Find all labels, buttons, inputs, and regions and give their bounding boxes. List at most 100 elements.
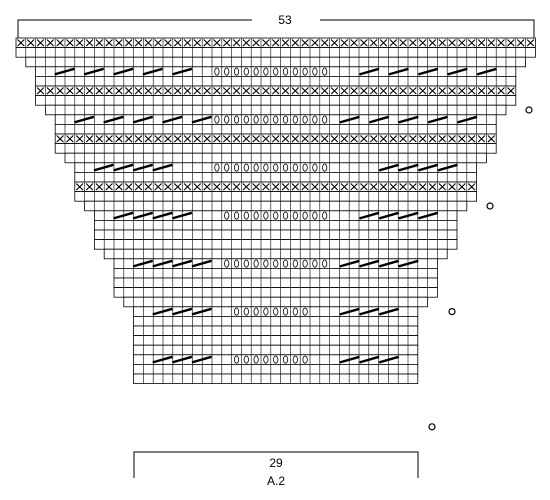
stitch-dividers bbox=[103, 230, 448, 240]
eyelet-symbol bbox=[214, 115, 220, 124]
eyelet-symbol bbox=[302, 67, 308, 76]
cross-stitch-row bbox=[75, 183, 476, 191]
decrease-symbol bbox=[152, 259, 173, 268]
eyelet-symbol bbox=[233, 67, 240, 76]
eyelet-symbol bbox=[243, 307, 249, 316]
top-bracket-line-left bbox=[17, 19, 252, 38]
decrease-symbol bbox=[417, 163, 439, 172]
decrease-symbol bbox=[171, 307, 193, 316]
eyelet-symbol bbox=[263, 355, 269, 364]
stitch-dividers bbox=[45, 76, 507, 86]
chart-grid bbox=[15, 37, 536, 385]
eyelet-symbol bbox=[263, 67, 269, 76]
row-outline bbox=[133, 363, 419, 375]
stitch-dividers bbox=[123, 287, 428, 298]
chart-row bbox=[133, 335, 419, 346]
eyelet-symbol bbox=[253, 259, 259, 268]
eyelet-symbol bbox=[322, 211, 328, 220]
row-outline bbox=[45, 104, 507, 116]
stitch-dividers bbox=[54, 105, 497, 115]
bottom-bracket-line bbox=[133, 451, 419, 478]
eyelet-symbol bbox=[253, 211, 259, 220]
eyelet-symbol bbox=[243, 115, 249, 124]
chart-row bbox=[94, 229, 458, 241]
eyelet-symbol bbox=[243, 67, 249, 76]
top-stitch-count: 53 bbox=[278, 13, 292, 27]
decrease-symbol bbox=[73, 115, 95, 124]
eyelet-symbol bbox=[312, 67, 318, 76]
decrease-symbol bbox=[378, 307, 400, 316]
eyelet-symbol bbox=[292, 115, 298, 124]
decrease-symbol bbox=[113, 163, 134, 172]
eyelet-symbol bbox=[233, 115, 240, 124]
chart-row bbox=[15, 47, 536, 58]
eyelet-symbol bbox=[243, 355, 249, 364]
eyelet-symbol bbox=[253, 67, 259, 76]
stitch-dividers bbox=[143, 335, 409, 346]
eyelet-symbol bbox=[243, 211, 249, 220]
row-outline bbox=[94, 239, 458, 250]
decrease-symbol bbox=[359, 355, 380, 364]
decrease-symbol bbox=[171, 211, 193, 220]
decrease-symbol bbox=[191, 307, 212, 316]
stitch-dividers bbox=[143, 316, 409, 326]
eyelet-symbol bbox=[322, 163, 328, 172]
stitch-dividers bbox=[64, 124, 487, 134]
eyelet-symbol bbox=[302, 355, 308, 364]
eyelet-symbol bbox=[312, 211, 318, 220]
stitch-dividers bbox=[123, 278, 428, 288]
decrease-symbol bbox=[162, 115, 183, 124]
bottom-width-bracket bbox=[133, 451, 419, 478]
decrease-symbol bbox=[368, 115, 390, 124]
decrease-symbol bbox=[339, 307, 360, 316]
chart-row bbox=[35, 95, 517, 106]
stitch-dividers bbox=[143, 345, 409, 355]
decrease-symbol bbox=[132, 211, 154, 220]
stitch-dividers bbox=[103, 239, 448, 250]
row-outline bbox=[123, 296, 428, 308]
eyelet-symbol bbox=[282, 163, 289, 172]
chart-row bbox=[45, 104, 507, 116]
stitch-dividers bbox=[45, 95, 507, 106]
stitch-dividers bbox=[143, 364, 409, 374]
decrease-symbol bbox=[339, 355, 360, 364]
eyelet-symbol bbox=[292, 163, 298, 172]
stitch-dividers bbox=[84, 191, 468, 202]
decrease-symbol bbox=[378, 211, 400, 220]
row-outline bbox=[133, 325, 419, 337]
eyelet-symbol bbox=[243, 163, 249, 172]
decrease-symbol bbox=[132, 115, 154, 124]
row-outline bbox=[84, 200, 468, 212]
decrease-symbol bbox=[398, 115, 419, 124]
stitch-dividers bbox=[113, 249, 438, 259]
eyelet-symbol bbox=[273, 355, 279, 364]
decrease-symbol bbox=[191, 355, 212, 364]
eyelet-symbol bbox=[224, 259, 230, 268]
eyelet-symbol bbox=[273, 67, 279, 76]
eyelet-symbol bbox=[312, 163, 318, 172]
eyelet-symbol bbox=[263, 211, 269, 220]
eyelet-symbol bbox=[322, 115, 328, 124]
chart-row bbox=[74, 171, 477, 183]
stitch-dividers bbox=[103, 220, 448, 230]
eyelet-symbol bbox=[224, 67, 230, 76]
row-outline bbox=[133, 315, 419, 327]
decrease-symbol bbox=[191, 115, 212, 124]
stitch-dividers bbox=[94, 201, 458, 211]
chart-row bbox=[123, 296, 428, 308]
decrease-symbol bbox=[54, 67, 75, 76]
stitch-dividers bbox=[143, 326, 409, 336]
decrease-symbol bbox=[398, 259, 419, 268]
decrease-symbol bbox=[103, 115, 124, 124]
row-outline bbox=[54, 143, 497, 154]
decrease-symbol bbox=[359, 67, 380, 76]
chart-row bbox=[113, 287, 438, 298]
stitch-dividers bbox=[25, 47, 526, 58]
decrease-symbol bbox=[457, 115, 478, 124]
row-outline bbox=[74, 171, 477, 183]
row-outline bbox=[35, 76, 517, 87]
eyelet-symbol bbox=[214, 67, 220, 76]
decrease-symbol bbox=[378, 259, 400, 268]
row-outline bbox=[103, 248, 448, 260]
